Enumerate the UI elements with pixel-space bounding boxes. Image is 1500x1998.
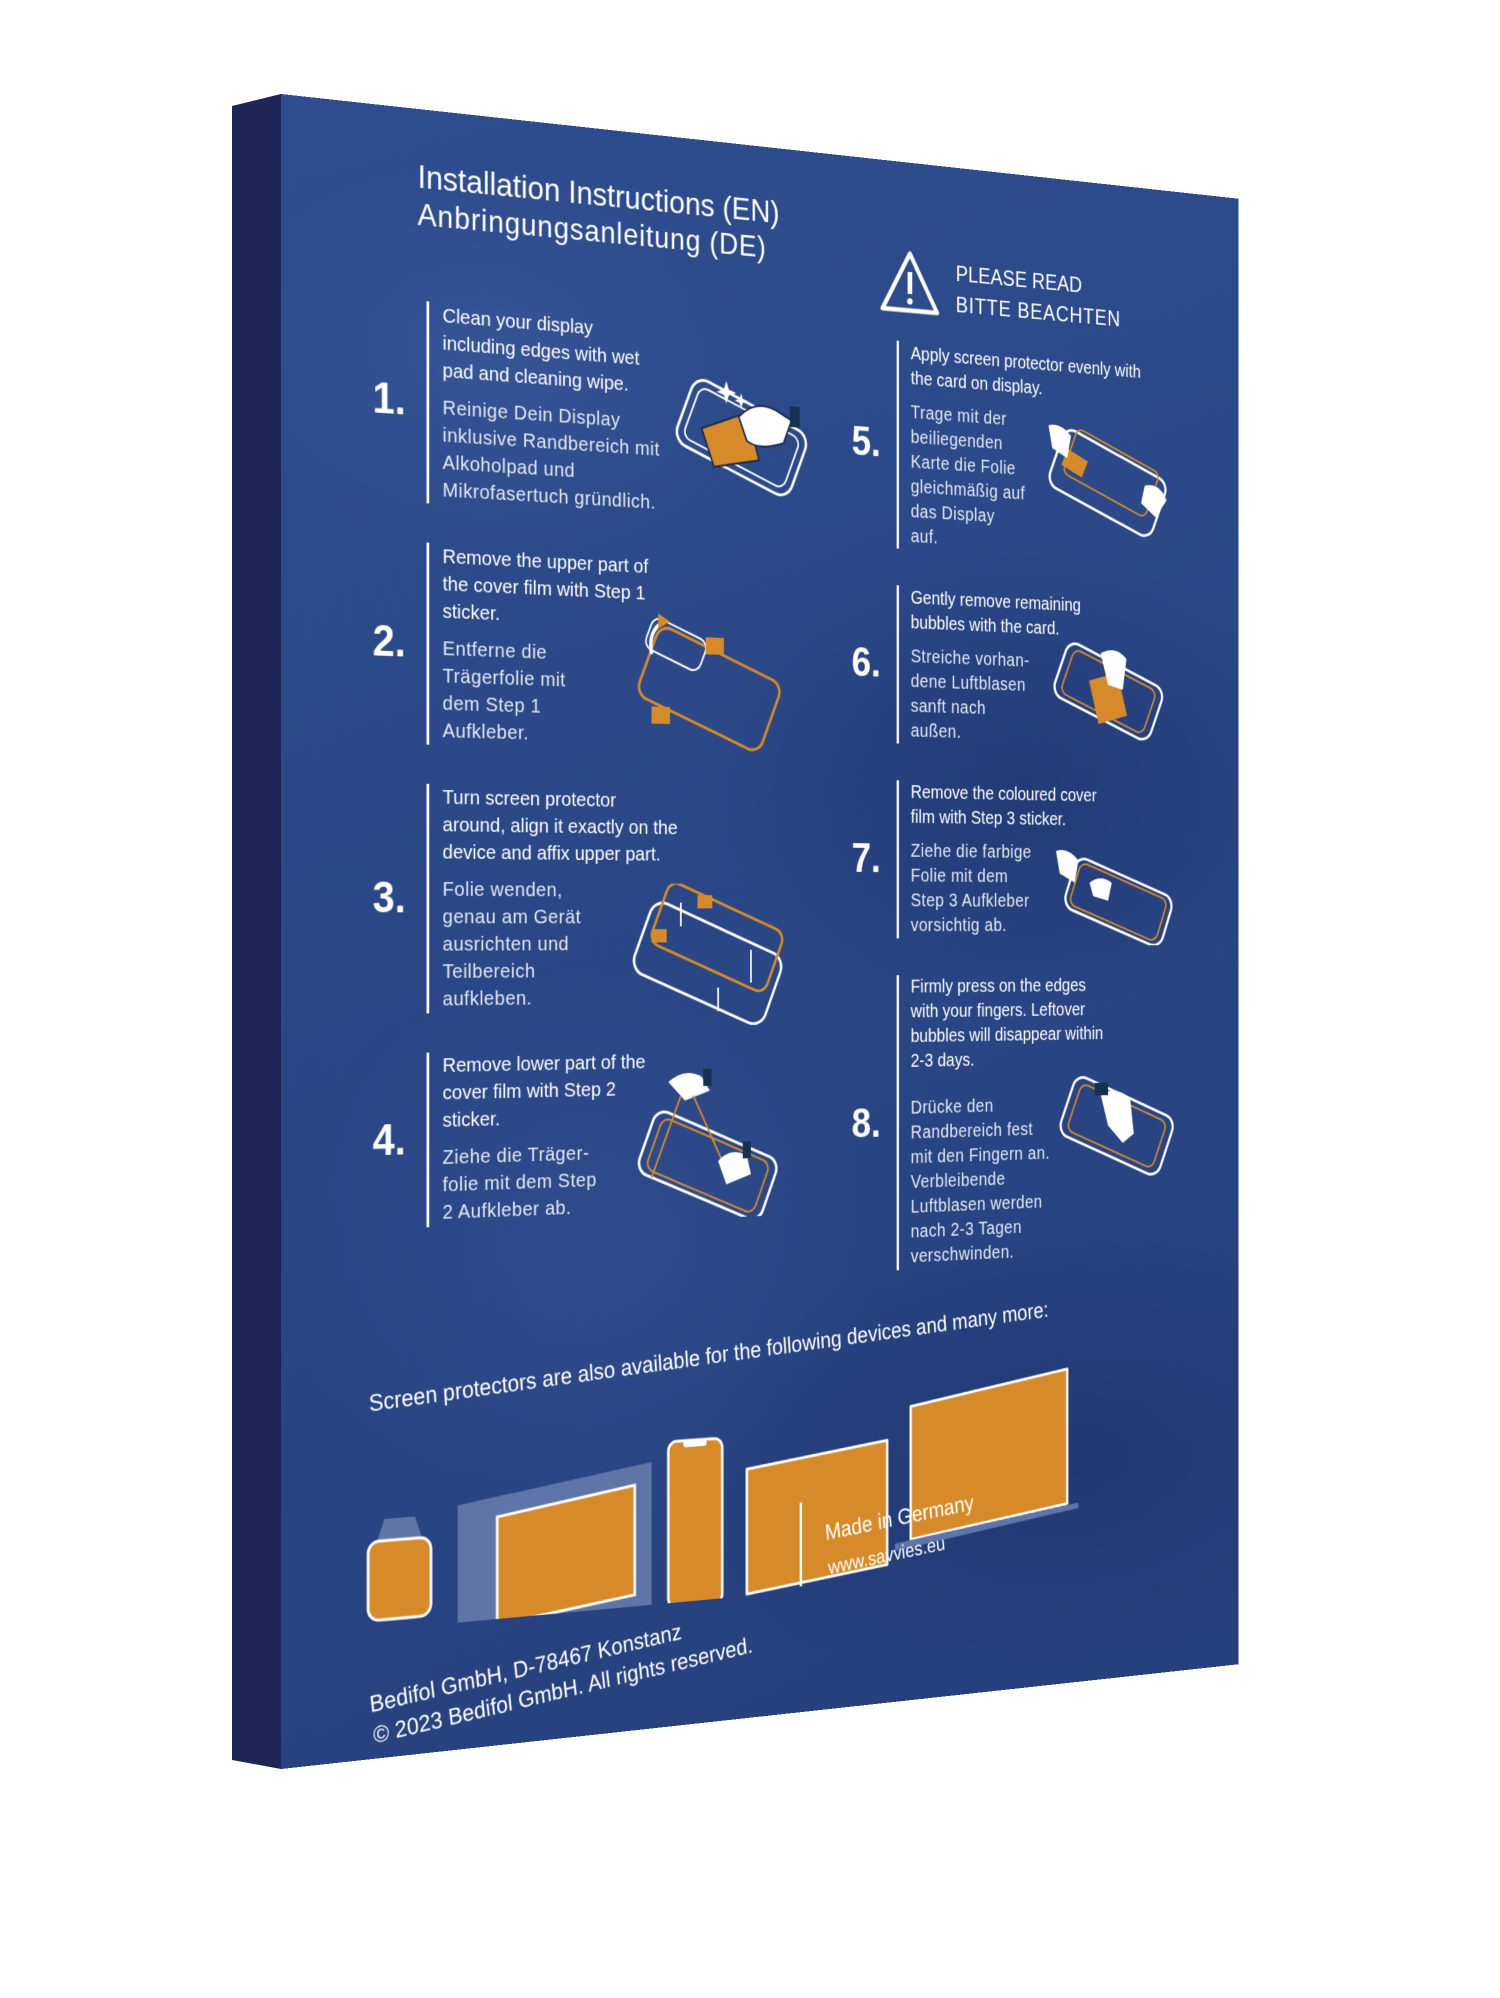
warning-triangle-icon (879, 247, 940, 317)
step-text-de: Ziehe die farbige Folie mit dem Step 3 A… (910, 841, 1032, 936)
step-1: 1. Clean your display including edges wi… (281, 289, 848, 528)
please-read-label: PLEASE READ (955, 261, 1082, 298)
step-text-de: Streiche vorhan- dene Luftblasen sanft n… (910, 646, 1030, 743)
step-8: 8. Firmly press on the edges with your f… (281, 973, 1197, 1300)
devices-row (364, 1351, 1079, 1632)
step-7: 7. Remove the coloured cover film with S… (281, 767, 1197, 939)
step-text-en: Apply screen protector evenly with the c… (910, 343, 1141, 399)
step-6: 6. Gently remove remaining bubbles with … (281, 555, 1197, 752)
steps-right-column: 5. Apply screen protector evenly with th… (281, 289, 1197, 1300)
apply-card-illustration (1033, 415, 1181, 541)
smartwatch-icon (368, 1516, 431, 1623)
step-number: 7. (851, 835, 881, 882)
bitte-beachten-label: BITTE BEACHTEN (955, 292, 1121, 332)
step-number: 5. (851, 418, 881, 466)
step-5: 5. Apply screen protector evenly with th… (281, 289, 1197, 565)
camera-icon (457, 1462, 652, 1632)
step-text-en: Remove the coloured cover film with Step… (910, 782, 1097, 830)
step-text-de: Trage mit der beiliegenden Karte die Fol… (910, 402, 1025, 549)
press-edges-illustration (1049, 1070, 1182, 1181)
cleaning-illustration (668, 369, 815, 501)
header: Installation Instructions (EN) Anbringun… (418, 158, 780, 266)
footer-divider (799, 1502, 803, 1587)
step-number: 6. (851, 639, 881, 686)
step-text-de: Drücke den Randbereich fest mit den Fing… (910, 1096, 1050, 1267)
box-front-panel: Installation Instructions (EN) Anbringun… (281, 94, 1239, 1769)
smartphone-icon (668, 1438, 722, 1608)
remove-coloured-film-illustration (1056, 846, 1182, 945)
steps-left-column: 1. Clean your display including edges wi… (281, 289, 848, 1233)
step-text-en: Firmly press on the edges with your fing… (910, 975, 1104, 1072)
remove-bubbles-illustration (1041, 633, 1174, 745)
step-number: 8. (851, 1100, 881, 1147)
